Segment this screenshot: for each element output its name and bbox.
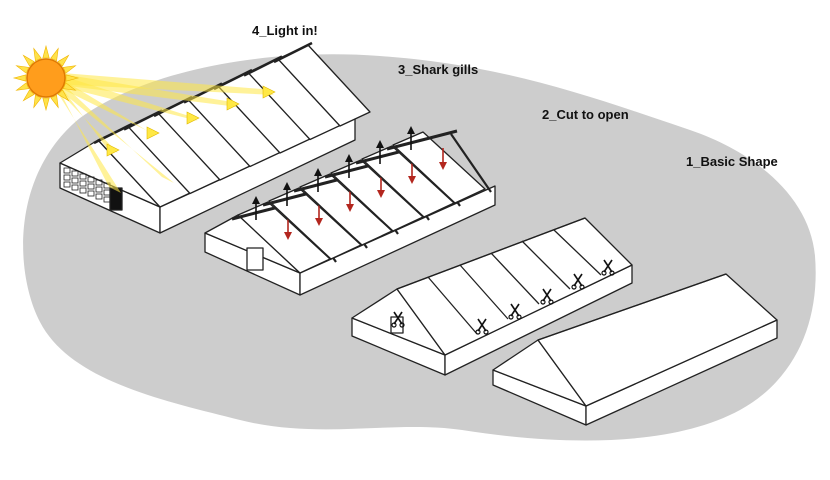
sun-icon (12, 44, 80, 112)
up-arrow-icon (376, 140, 384, 164)
step-label-4: 4_Light in! (252, 23, 318, 38)
scissors-icon (571, 273, 585, 290)
down-arrow-icon (284, 218, 292, 240)
step-label-1: 1_Basic Shape (686, 154, 778, 169)
light-beams (50, 72, 276, 193)
scissors-icon (540, 288, 554, 305)
down-arrow-icon (315, 204, 323, 226)
building-basic-shape (492, 273, 778, 426)
down-arrow-icon (346, 190, 354, 212)
up-arrow-icon (283, 182, 291, 206)
scissors-icon (475, 318, 489, 335)
scissors-icon (508, 303, 522, 320)
up-arrow-icon (314, 168, 322, 192)
roof-segment (273, 41, 371, 127)
scissors-icon (601, 259, 615, 276)
down-arrow-icon (408, 162, 416, 184)
step-label-3: 3_Shark gills (398, 62, 478, 77)
up-arrow-icon (407, 126, 415, 150)
down-arrow-icon (439, 148, 447, 170)
building-shark-gills (204, 185, 496, 296)
scissors-icon (391, 311, 405, 328)
down-arrow-icon (377, 176, 385, 198)
ground-area (23, 54, 816, 441)
roof-segment (386, 129, 492, 204)
step-label-2: 2_Cut to open (542, 107, 629, 122)
up-arrow-icon (252, 196, 260, 220)
up-arrow-icon (345, 154, 353, 178)
building-cut-to-open (351, 217, 633, 376)
